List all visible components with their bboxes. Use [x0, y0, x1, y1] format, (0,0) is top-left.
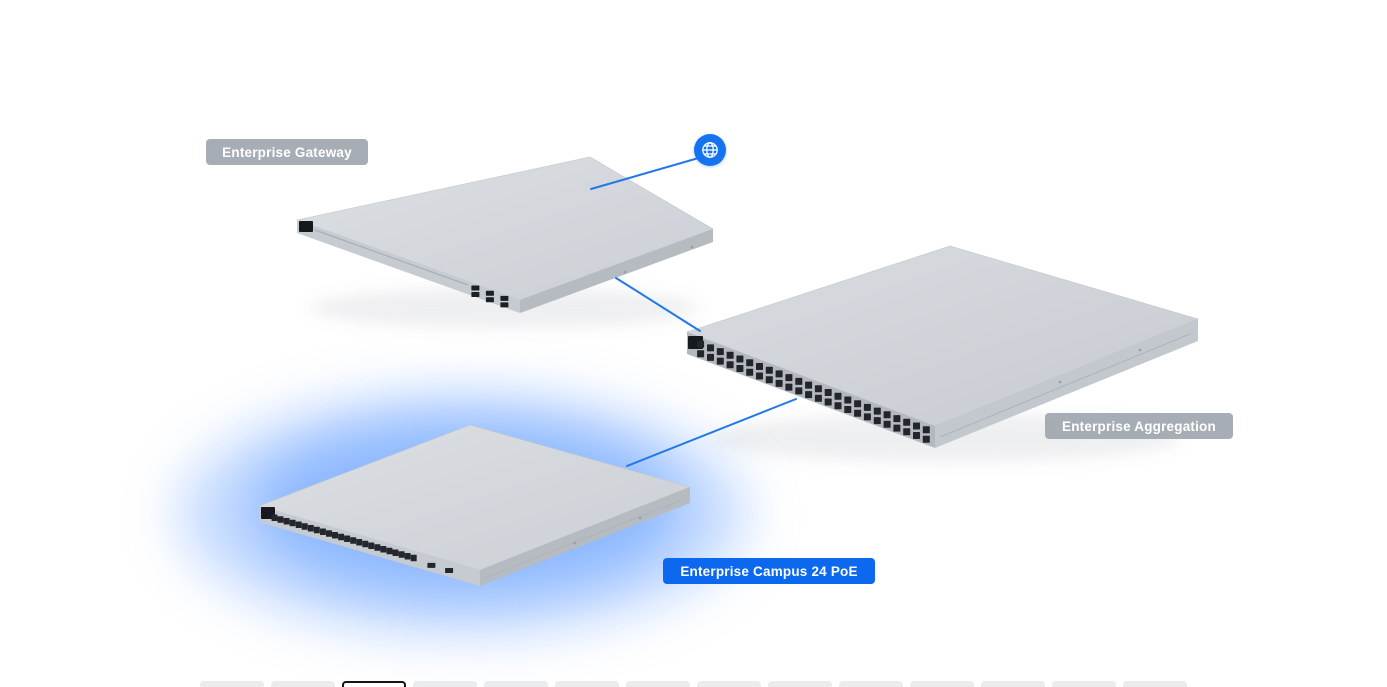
carousel-thumbnail[interactable]	[768, 681, 832, 687]
link-internet-to-gateway	[590, 156, 703, 190]
gateway-shadow	[310, 288, 700, 328]
carousel-thumbnail[interactable]	[200, 681, 264, 687]
carousel-thumbnail[interactable]	[626, 681, 690, 687]
carousel-thumbnail[interactable]	[839, 681, 903, 687]
carousel-thumbnail[interactable]	[484, 681, 548, 687]
label-enterprise-campus-24-poe: Enterprise Campus 24 PoE	[663, 558, 875, 584]
device-enterprise-campus-24-poe[interactable]	[258, 424, 691, 586]
carousel-thumbnail[interactable]	[413, 681, 477, 687]
connection-lines	[590, 156, 797, 467]
carousel-thumbnail[interactable]	[981, 681, 1045, 687]
internet-node	[694, 134, 726, 166]
carousel-thumbnail[interactable]	[555, 681, 619, 687]
label-enterprise-gateway: Enterprise Gateway	[206, 139, 368, 165]
carousel-thumbnail[interactable]	[910, 681, 974, 687]
carousel-thumbnail[interactable]	[1123, 681, 1187, 687]
gateway-console-port	[299, 221, 313, 232]
carousel-thumbnail-selected[interactable]	[342, 681, 406, 687]
link-aggregation-to-campus	[626, 398, 797, 467]
product-carousel	[0, 681, 1387, 687]
carousel-thumbnail[interactable]	[271, 681, 335, 687]
aggregation-sfp-port-rows	[697, 340, 930, 443]
globe-icon	[702, 142, 718, 158]
label-enterprise-aggregation: Enterprise Aggregation	[1045, 413, 1233, 439]
carousel-thumbnail[interactable]	[697, 681, 761, 687]
device-enterprise-aggregation[interactable]	[686, 245, 1199, 448]
gateway-port-cluster	[471, 285, 509, 308]
device-enterprise-gateway[interactable]	[295, 156, 714, 313]
link-gateway-to-aggregation	[615, 277, 701, 332]
campus-port-row	[271, 514, 454, 573]
carousel-thumbnail[interactable]	[1052, 681, 1116, 687]
